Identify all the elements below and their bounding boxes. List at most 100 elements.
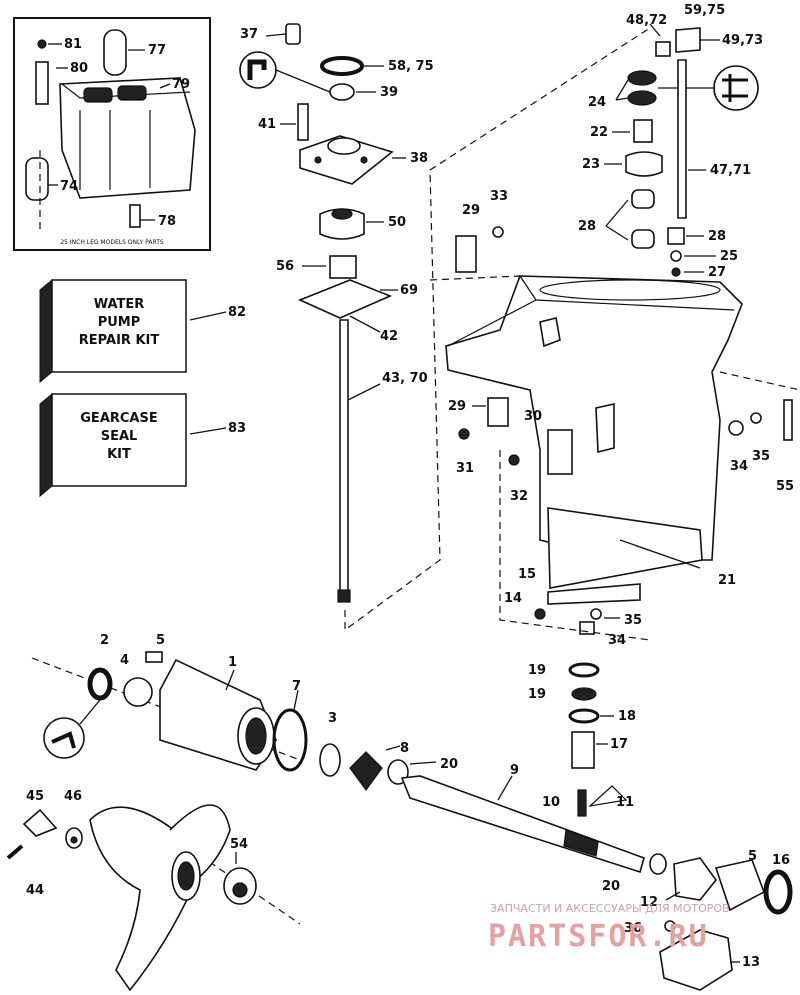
part-36	[664, 920, 676, 932]
label-56: 56	[276, 259, 294, 274]
label-19b: 19	[528, 687, 546, 702]
part-30	[547, 429, 573, 475]
label-22: 22	[590, 125, 608, 140]
label-14: 14	[504, 591, 522, 606]
part-55	[783, 399, 793, 441]
label-42: 42	[380, 329, 398, 344]
label-49: 49,73	[722, 33, 763, 48]
part-16	[763, 869, 793, 915]
label-38: 38	[410, 151, 428, 166]
part-35b	[590, 608, 602, 620]
label-16: 16	[772, 853, 790, 868]
label-46: 46	[64, 789, 82, 804]
kit-title-line-3: KIT	[107, 447, 131, 462]
label-43: 43, 70	[382, 371, 428, 386]
kit-title-line-3: REPAIR KIT	[79, 333, 160, 348]
label-33: 33	[490, 189, 508, 204]
label-25: 25	[720, 249, 738, 264]
label-19a: 19	[528, 663, 546, 678]
label-29b: 29	[448, 399, 466, 414]
part-7-oring	[272, 708, 308, 772]
label-32: 32	[510, 489, 528, 504]
part-33	[492, 226, 504, 238]
water-pump-assembly: 37 58, 75 39 41 38 50 56 69 42	[239, 23, 434, 603]
part-28b	[631, 229, 655, 249]
part-58-oring	[320, 56, 364, 76]
part-25	[670, 250, 682, 262]
label-44: 44	[26, 883, 44, 898]
part-77	[103, 29, 127, 76]
kit-number-83: 83	[228, 421, 246, 436]
label-31: 31	[456, 461, 474, 476]
part-34a	[728, 420, 744, 436]
part-3	[319, 743, 341, 777]
kit-title-line-2: SEAL	[101, 429, 138, 444]
part-27	[671, 267, 681, 277]
label-69: 69	[400, 283, 418, 298]
inset-box: 81 80 77 79 74 78 25 INCH LEG MODELS ONL…	[13, 17, 211, 251]
part-17	[571, 731, 595, 769]
label-48: 48,72	[626, 13, 667, 28]
label-35b: 35	[624, 613, 642, 628]
label-5b: 5	[748, 849, 757, 864]
label-4: 4	[120, 653, 129, 668]
label-3: 3	[328, 711, 337, 726]
label-23: 23	[582, 157, 600, 172]
part-74	[25, 157, 49, 201]
propeller-assembly: 45 46 44 54	[6, 789, 257, 992]
label-21: 21	[718, 573, 736, 588]
label-7: 7	[292, 679, 301, 694]
inset-label-81: 81	[64, 37, 82, 52]
label-13: 13	[742, 955, 760, 970]
part-39	[329, 83, 355, 101]
part-79	[59, 77, 196, 199]
label-55: 55	[776, 479, 794, 494]
part-45	[22, 808, 58, 837]
shifter-assembly: 19 19 18 17 10 11	[528, 662, 636, 817]
part-19b	[571, 687, 597, 701]
reverse-gear-assembly: 12 5 16 36 13	[624, 849, 793, 991]
label-17: 17	[610, 737, 628, 752]
label-27: 27	[708, 265, 726, 280]
part-37	[285, 23, 301, 45]
inset-label-77: 77	[148, 43, 166, 58]
label-11: 11	[616, 795, 634, 810]
kit-title-line-1: GEARCASE	[80, 411, 157, 426]
part-80	[35, 61, 49, 105]
label-58: 58, 75	[388, 59, 434, 74]
label-10: 10	[542, 795, 560, 810]
label-39: 39	[380, 85, 398, 100]
shift-rod-assembly: 48,72 59,75 49,73 24 22 23 47,71 28 28 2…	[455, 3, 763, 280]
part-56	[329, 255, 357, 279]
part-23	[625, 151, 663, 177]
label-29a: 29	[462, 203, 480, 218]
label-35a: 35	[752, 449, 770, 464]
label-5a: 5	[156, 633, 165, 648]
label-9: 9	[510, 763, 519, 778]
part-81	[37, 39, 47, 49]
part-5a	[145, 651, 163, 663]
watermark-line-1: ЗАПЧАСТИ И АКСЕССУАРЫ ДЛЯ МОТОРОВ	[490, 902, 730, 915]
label-8: 8	[400, 741, 409, 756]
label-12: 12	[640, 895, 658, 910]
bearing-housing-assembly: 2 5 4 1 7 3	[31, 633, 341, 925]
grease-icon	[713, 65, 759, 111]
label-20b: 20	[602, 879, 620, 894]
label-47: 47,71	[710, 163, 751, 178]
part-48	[655, 41, 671, 57]
part-19a	[568, 662, 600, 678]
label-36: 36	[624, 921, 642, 936]
inset-label-74: 74	[60, 179, 78, 194]
gearcase-seal-kit-box: GEARCASE SEAL KIT 83	[39, 393, 246, 498]
label-1: 1	[228, 655, 237, 670]
part-78	[129, 204, 141, 228]
label-50: 50	[388, 215, 406, 230]
watermark-line-2: PARTSFOR.RU	[488, 919, 709, 954]
part-49	[675, 27, 701, 53]
label-20a: 20	[440, 757, 458, 772]
label-41: 41	[258, 117, 276, 132]
label-34a: 34	[730, 459, 748, 474]
part-20b	[649, 853, 667, 875]
part-50-impeller	[319, 208, 365, 240]
